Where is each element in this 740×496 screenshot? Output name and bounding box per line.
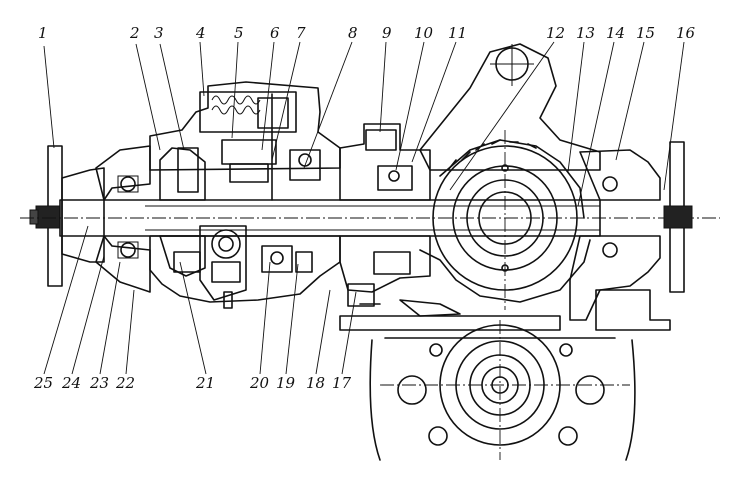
upper-bracket [419, 43, 601, 171]
callout-17: 17 [332, 374, 352, 392]
callout-labels-bottom: 25 24 23 22 21 20 19 18 17 [33, 374, 352, 392]
callout-21: 21 [195, 374, 215, 392]
callout-3: 3 [154, 24, 164, 42]
callout-12: 12 [546, 24, 565, 42]
lower-hub [369, 320, 636, 461]
callout-7: 7 [296, 24, 306, 42]
callout-11: 11 [448, 24, 467, 42]
callout-13: 13 [576, 24, 595, 42]
main-shaft [20, 199, 720, 237]
callout-22: 22 [115, 374, 135, 392]
left-flange [29, 145, 105, 287]
ring-gear-housing [419, 130, 591, 310]
middle-tube [339, 123, 431, 307]
right-end [569, 141, 693, 331]
callout-25: 25 [33, 374, 53, 392]
callout-5: 5 [234, 24, 244, 42]
callout-10: 10 [414, 24, 434, 42]
callout-6: 6 [270, 24, 280, 42]
callout-14: 14 [606, 24, 625, 42]
callout-9: 9 [382, 24, 392, 42]
leader-lines [43, 41, 685, 375]
left-gear-case [149, 81, 341, 309]
callout-15: 15 [636, 24, 655, 42]
callout-19: 19 [276, 374, 296, 392]
callout-2: 2 [129, 24, 140, 42]
callout-18: 18 [306, 374, 325, 392]
callout-1: 1 [38, 24, 48, 42]
callout-4: 4 [195, 24, 206, 42]
callout-20: 20 [249, 374, 270, 392]
callout-16: 16 [676, 24, 696, 42]
callout-labels-top: 1 2 3 4 5 6 7 8 9 10 11 12 13 14 15 16 [38, 24, 696, 42]
callout-8: 8 [348, 24, 358, 42]
callout-23: 23 [89, 374, 109, 392]
base-plate [339, 299, 561, 331]
callout-24: 24 [61, 374, 81, 392]
